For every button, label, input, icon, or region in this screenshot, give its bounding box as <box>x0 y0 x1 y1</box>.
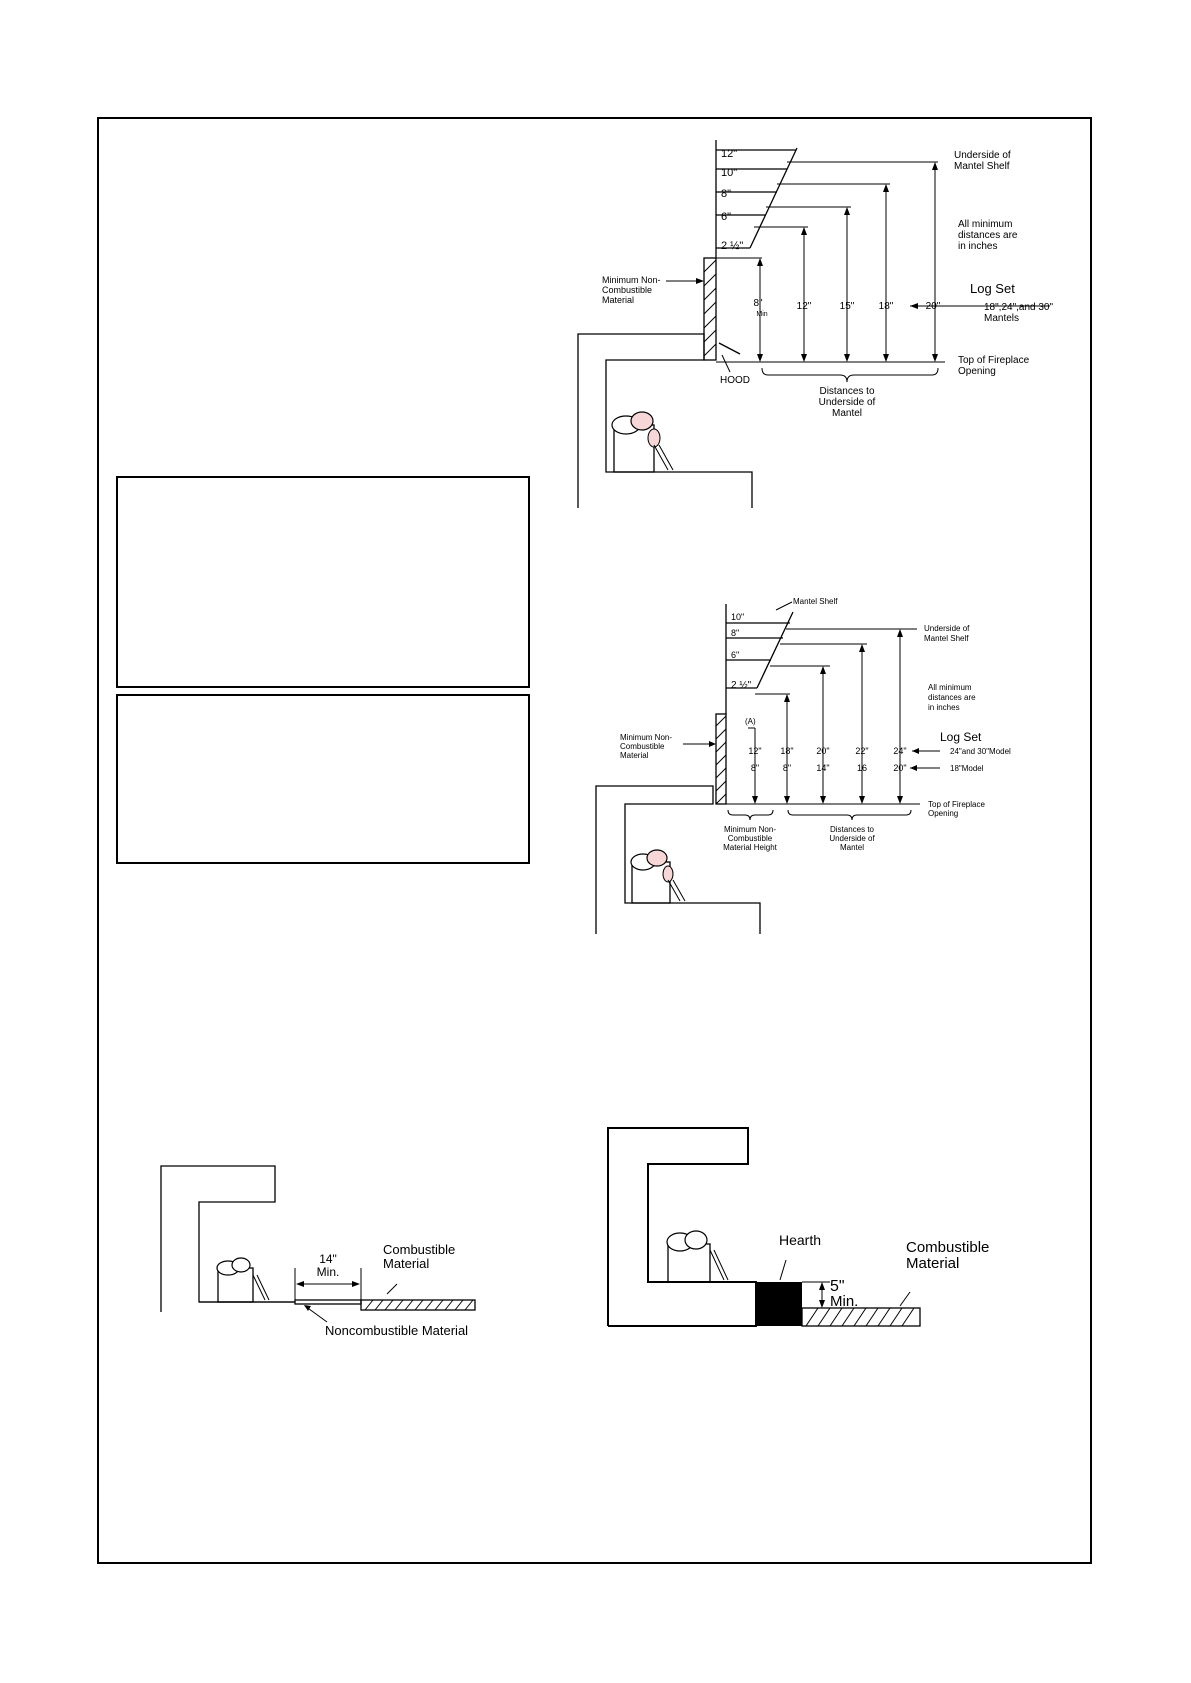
log-set-icon <box>666 1230 729 1283</box>
min-height-caption: Minimum Non- <box>724 825 776 834</box>
minimum-note: All minimum <box>958 219 1012 230</box>
hood-label: HOOD <box>720 375 750 386</box>
shelf-label-12: 12" <box>721 148 737 160</box>
floor-clearance-diagram: 14" Min. Combustible Material Noncombust… <box>160 1165 476 1338</box>
row-24-30-value-4: 22" <box>855 746 868 756</box>
distances-caption-2: Underside of <box>829 834 875 843</box>
hearth-clearance-diagram: Hearth 5" Min. Combustible Material <box>607 1127 989 1327</box>
distance-20: 20" <box>926 301 941 312</box>
mantel-clearance-diagram-2: Mantel Shelf 10" 8" 6" 2 ½" Underside of… <box>595 597 1011 934</box>
dimension-label-2: Min. <box>317 1265 340 1279</box>
noncombustible-material <box>294 1299 362 1305</box>
mantel-clearance-diagram-1: 12" 10" 8" 6" 2 ½" Underside of Mantel S… <box>577 140 1053 508</box>
shelf-label-10: 10" <box>731 612 744 622</box>
min-8-label: 8" <box>753 298 763 309</box>
noncombustible-strip <box>703 257 717 361</box>
distances-caption-3: Mantel <box>832 408 862 419</box>
top-opening-label: Top of Fireplace <box>928 800 985 809</box>
row-24-30-value-2: 18" <box>780 746 793 756</box>
combustible-label: Combustible <box>383 1242 455 1257</box>
row-18-value-3: 14" <box>816 763 829 773</box>
min-noncombustible-label-3: Material <box>602 295 634 305</box>
combustible-label: Combustible <box>906 1239 989 1256</box>
log-set-icon <box>611 411 674 473</box>
shelf-label-6: 6" <box>721 211 731 223</box>
shelf-label-8: 8" <box>731 628 739 638</box>
combustible-material <box>801 1307 921 1327</box>
min-height-caption-3: Material Height <box>723 843 778 852</box>
min-noncombustible-label-3: Material <box>620 751 649 760</box>
dimension-label-2: Min. <box>830 1293 858 1310</box>
mantel-shelf-label: Mantel Shelf <box>793 597 838 606</box>
fireplace-outline <box>607 1127 757 1327</box>
distances-caption: Distances to <box>830 825 875 834</box>
shelf-label-6: 6" <box>731 650 739 660</box>
underside-label: Underside of <box>954 150 1011 161</box>
mantel-shelf-slope <box>756 611 794 689</box>
hood <box>718 342 741 355</box>
minimum-note: All minimum <box>928 683 972 692</box>
log-set-icon <box>216 1257 270 1303</box>
min-noncombustible-label: Minimum Non- <box>620 733 672 742</box>
shelf-label-2-5: 2 ½" <box>721 240 743 252</box>
minimum-note-3: in inches <box>958 241 997 252</box>
fireplace-outline <box>160 1165 295 1312</box>
a-label: (A) <box>745 717 756 726</box>
distance-15: 15" <box>840 301 855 312</box>
row-18-value-4: 16 <box>857 763 867 773</box>
minimum-note-2: distances are <box>958 230 1018 241</box>
min-noncombustible-label-2: Combustible <box>620 742 665 751</box>
row-18-value-5: 20" <box>893 763 906 773</box>
underside-label-2: Mantel Shelf <box>924 634 969 643</box>
distance-18: 18" <box>879 301 894 312</box>
distances-caption-2: Underside of <box>819 397 876 408</box>
log-set-models: 18",24",and 30" <box>984 302 1053 313</box>
notice-box-2 <box>116 694 530 864</box>
distances-caption: Distances to <box>819 386 874 397</box>
log-set-title: Log Set <box>970 281 1015 296</box>
top-opening-label-2: Opening <box>958 366 996 377</box>
log-set-icon <box>630 849 686 904</box>
log-set-title: Log Set <box>940 730 982 744</box>
shelf-label-10: 10" <box>721 167 737 179</box>
combustible-label-2: Material <box>906 1255 959 1272</box>
mantel-shelf-slope <box>749 147 798 249</box>
hearth-block <box>756 1282 802 1326</box>
fireplace-outline <box>595 785 761 934</box>
distances-bracket <box>761 367 939 383</box>
underside-label-2: Mantel Shelf <box>954 161 1010 172</box>
log-set-models-2: Mantels <box>984 313 1019 324</box>
fireplace-outline <box>577 333 753 508</box>
minimum-note-3: in inches <box>928 703 960 712</box>
underside-label: Underside of <box>924 624 970 633</box>
distances-caption-3: Mantel <box>840 843 864 852</box>
noncombustible-hatch <box>703 259 717 357</box>
row-24-30-label: 24"and 30"Model <box>950 747 1011 756</box>
min-noncombustible-label-2: Combustible <box>602 285 652 295</box>
distance-12: 12" <box>797 301 812 312</box>
combustible-label-2: Material <box>383 1256 429 1271</box>
row-18-label: 18"Model <box>950 764 984 773</box>
hearth-label: Hearth <box>779 1232 821 1248</box>
min-8-label-2: Min <box>756 311 767 318</box>
shelf-label-2-5: 2 ½" <box>731 680 752 691</box>
min-height-caption-2: Combustible <box>728 834 773 843</box>
row-24-30-value-3: 20" <box>816 746 829 756</box>
noncombustible-strip <box>715 713 727 805</box>
row-18-value-2: 8" <box>783 763 791 773</box>
shelf-label-8: 8" <box>721 188 731 200</box>
row-24-30-value-1: 12" <box>748 746 761 756</box>
dimension-label: 14" <box>319 1252 337 1266</box>
minimum-note-2: distances are <box>928 693 976 702</box>
top-opening-label: Top of Fireplace <box>958 355 1030 366</box>
row-18-value-1: 8" <box>751 763 759 773</box>
page-border <box>97 117 1092 1564</box>
noncombustible-label: Noncombustible Material <box>325 1323 468 1338</box>
top-opening-label-2: Opening <box>928 809 958 818</box>
min-noncombustible-label: Minimum Non- <box>602 275 661 285</box>
notice-box-1 <box>116 476 530 688</box>
row-24-30-value-5: 24" <box>893 746 906 756</box>
combustible-material <box>360 1299 476 1311</box>
dimension-label: 5" <box>830 1278 845 1295</box>
